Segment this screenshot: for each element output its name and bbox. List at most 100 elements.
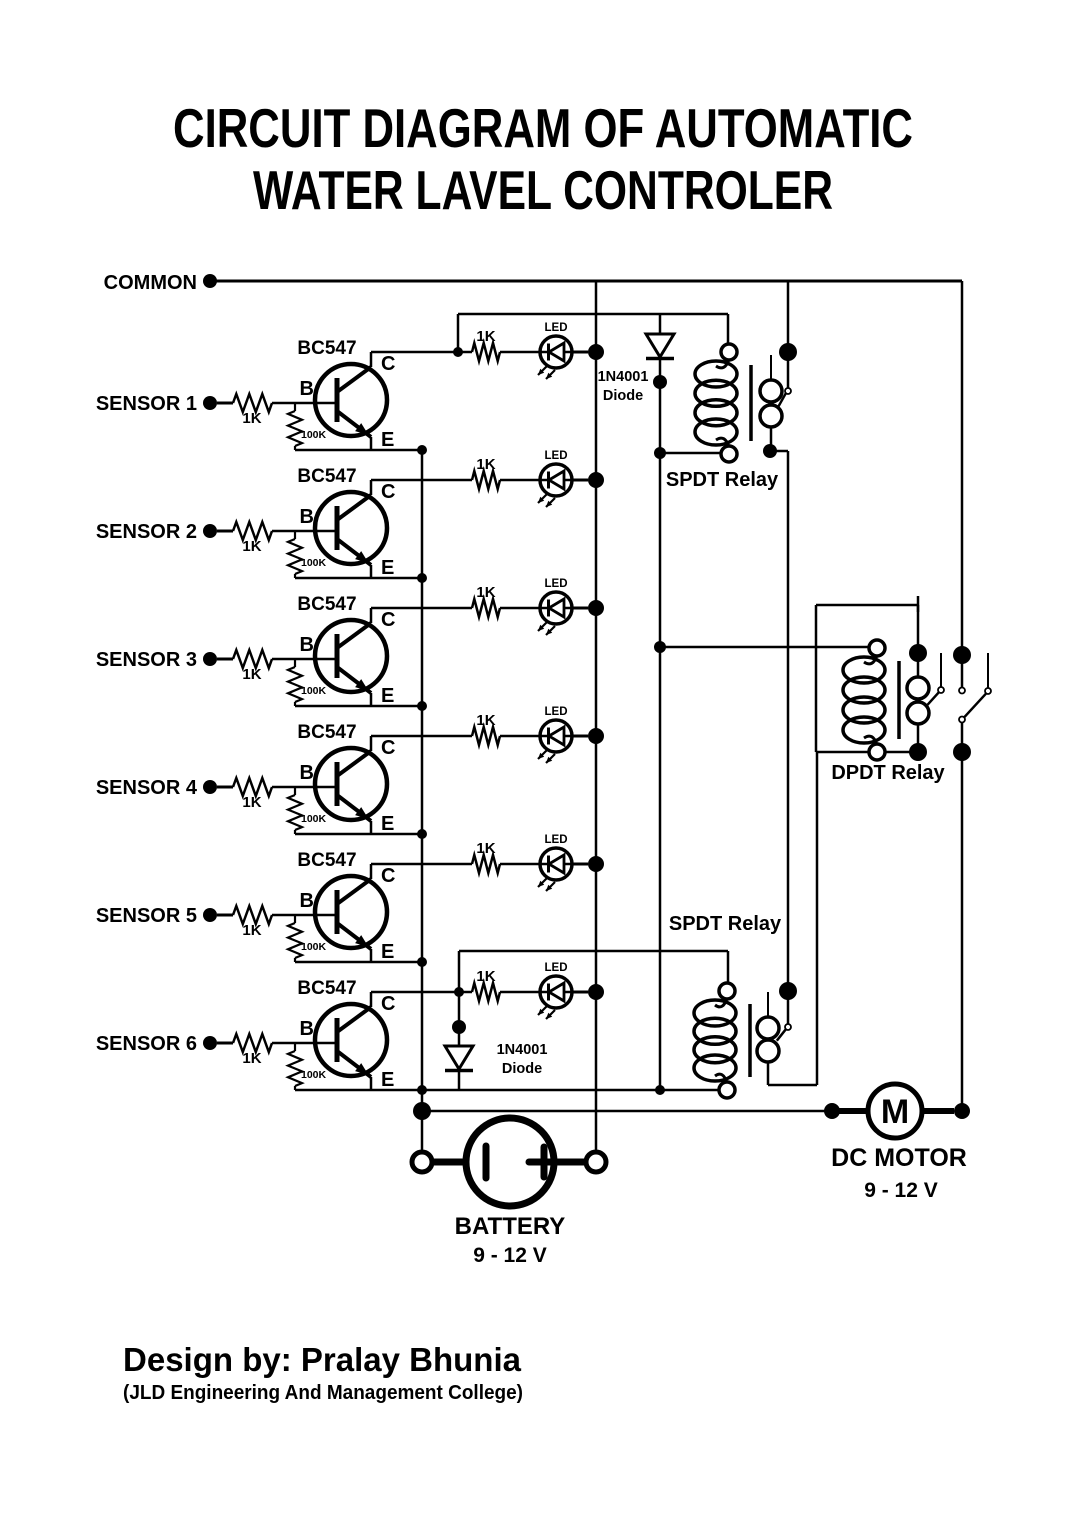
collector-pin-label: C bbox=[381, 993, 395, 1015]
positive-bus-junction-dot bbox=[588, 344, 604, 360]
led-resistor-label: 1K bbox=[476, 328, 495, 345]
sensor-terminal-dot bbox=[203, 396, 217, 410]
led-label: LED bbox=[545, 578, 568, 590]
coil-loop bbox=[693, 378, 739, 409]
positive-bus-junction-dot bbox=[588, 728, 604, 744]
led-resistor-label: 1K bbox=[476, 840, 495, 857]
common-terminal-dot bbox=[203, 274, 217, 288]
dpdt-pole2-arm bbox=[963, 692, 987, 719]
arrowhead bbox=[538, 1008, 545, 1015]
spdt-relay1-label: SPDT Relay bbox=[666, 469, 779, 491]
spdt1-contact-circle bbox=[758, 403, 784, 429]
led-diode-triangle bbox=[546, 724, 566, 748]
led-resistor-label: 1K bbox=[476, 968, 495, 985]
arrowhead bbox=[546, 372, 553, 379]
coil-terminal bbox=[719, 342, 739, 362]
coil-loop bbox=[841, 695, 887, 725]
pulldown-resistor-label: 100K bbox=[301, 1069, 327, 1081]
transistor-label: BC547 bbox=[297, 594, 356, 615]
diode2-type-label: Diode bbox=[502, 1061, 542, 1077]
collector-pin-label: C bbox=[381, 481, 395, 503]
transistor-label: BC547 bbox=[297, 722, 356, 743]
dpdt-pole1-contact-circle bbox=[905, 700, 931, 726]
transistor-label: BC547 bbox=[297, 338, 356, 359]
dpdt-pole1-pivot-circle bbox=[937, 686, 945, 694]
arrowhead bbox=[546, 628, 553, 635]
junction-dot bbox=[779, 982, 797, 1000]
collector-pin-label: C bbox=[381, 609, 395, 631]
arrowhead bbox=[546, 884, 553, 891]
motor-voltage-label: 9 - 12 V bbox=[864, 1179, 938, 1202]
led-resistor bbox=[470, 850, 502, 878]
transistor-collector-arm bbox=[335, 877, 373, 906]
diode2-name-label: 1N4001 bbox=[497, 1042, 548, 1058]
led-resistor-label: 1K bbox=[476, 584, 495, 601]
emitter-bus-junction-dot bbox=[417, 573, 427, 583]
battery-voltage-label: 9 - 12 V bbox=[473, 1244, 547, 1267]
emitter-pin-label: E bbox=[381, 941, 394, 963]
motor-terminal-dot bbox=[824, 1103, 840, 1119]
led-label: LED bbox=[545, 834, 568, 846]
pulldown-resistor bbox=[285, 537, 305, 576]
base-resistor-label: 1K bbox=[242, 666, 261, 683]
base-resistor bbox=[231, 390, 274, 416]
base-pin-label: B bbox=[300, 378, 314, 400]
transistor-label: BC547 bbox=[297, 978, 356, 999]
pulldown-resistor-label: 100K bbox=[301, 557, 327, 569]
dpdt-relay-label: DPDT Relay bbox=[831, 762, 945, 784]
base-resistor-label: 1K bbox=[242, 922, 261, 939]
led-diode-triangle bbox=[546, 340, 566, 364]
transistor-collector-arm bbox=[335, 493, 373, 522]
arrowhead bbox=[355, 423, 369, 435]
coil-loop bbox=[693, 359, 739, 389]
spdt1-arm bbox=[777, 392, 787, 408]
arrowhead bbox=[355, 935, 369, 947]
pulldown-resistor-label: 100K bbox=[301, 941, 327, 953]
bc547-transistor-body bbox=[312, 617, 390, 695]
coil-loop bbox=[692, 998, 738, 1028]
junction-dot bbox=[763, 444, 777, 458]
junction-dot bbox=[953, 646, 971, 664]
coil-terminal bbox=[717, 981, 737, 1001]
base-resistor-label: 1K bbox=[242, 1050, 261, 1067]
base-pin-label: B bbox=[300, 1018, 314, 1040]
led-label: LED bbox=[545, 706, 568, 718]
diode-triangle bbox=[442, 1044, 476, 1072]
collector-pin-label: C bbox=[381, 737, 395, 759]
battery-terminal bbox=[409, 1149, 435, 1175]
dpdt-pole2-contact-circle bbox=[958, 686, 966, 695]
sensor-label: SENSOR 3 bbox=[96, 649, 197, 671]
collector-pin-label: C bbox=[381, 353, 395, 375]
junction-dot bbox=[654, 641, 666, 653]
junction-dot bbox=[909, 644, 927, 662]
transistor-collector-arm bbox=[335, 1005, 373, 1034]
coil-loop bbox=[841, 655, 887, 685]
pulldown-resistor bbox=[285, 793, 305, 832]
diode-triangle bbox=[643, 332, 677, 360]
wiring-layer bbox=[203, 274, 992, 1210]
battery-symbol bbox=[409, 1114, 609, 1210]
spdt2-contact-circle bbox=[755, 1015, 781, 1041]
led-resistor bbox=[470, 978, 502, 1006]
sensor-terminal-dot bbox=[203, 652, 217, 666]
spdt-relay2-coil bbox=[692, 981, 752, 1100]
common-label: COMMON bbox=[104, 272, 197, 294]
sensor-label: SENSOR 6 bbox=[96, 1033, 197, 1055]
sensor-label: SENSOR 1 bbox=[96, 393, 197, 415]
coil-loop bbox=[841, 715, 887, 745]
motor-terminal-dot bbox=[954, 1103, 970, 1119]
led-diode-triangle bbox=[546, 980, 566, 1004]
emitter-bus-junction-dot bbox=[417, 701, 427, 711]
emitter-pin-label: E bbox=[381, 1069, 394, 1091]
sensor-terminal-dot bbox=[203, 524, 217, 538]
arrowhead bbox=[355, 1063, 369, 1075]
transistor-collector-arm bbox=[335, 749, 373, 778]
led-label: LED bbox=[545, 322, 568, 334]
junction-dot bbox=[654, 447, 666, 459]
